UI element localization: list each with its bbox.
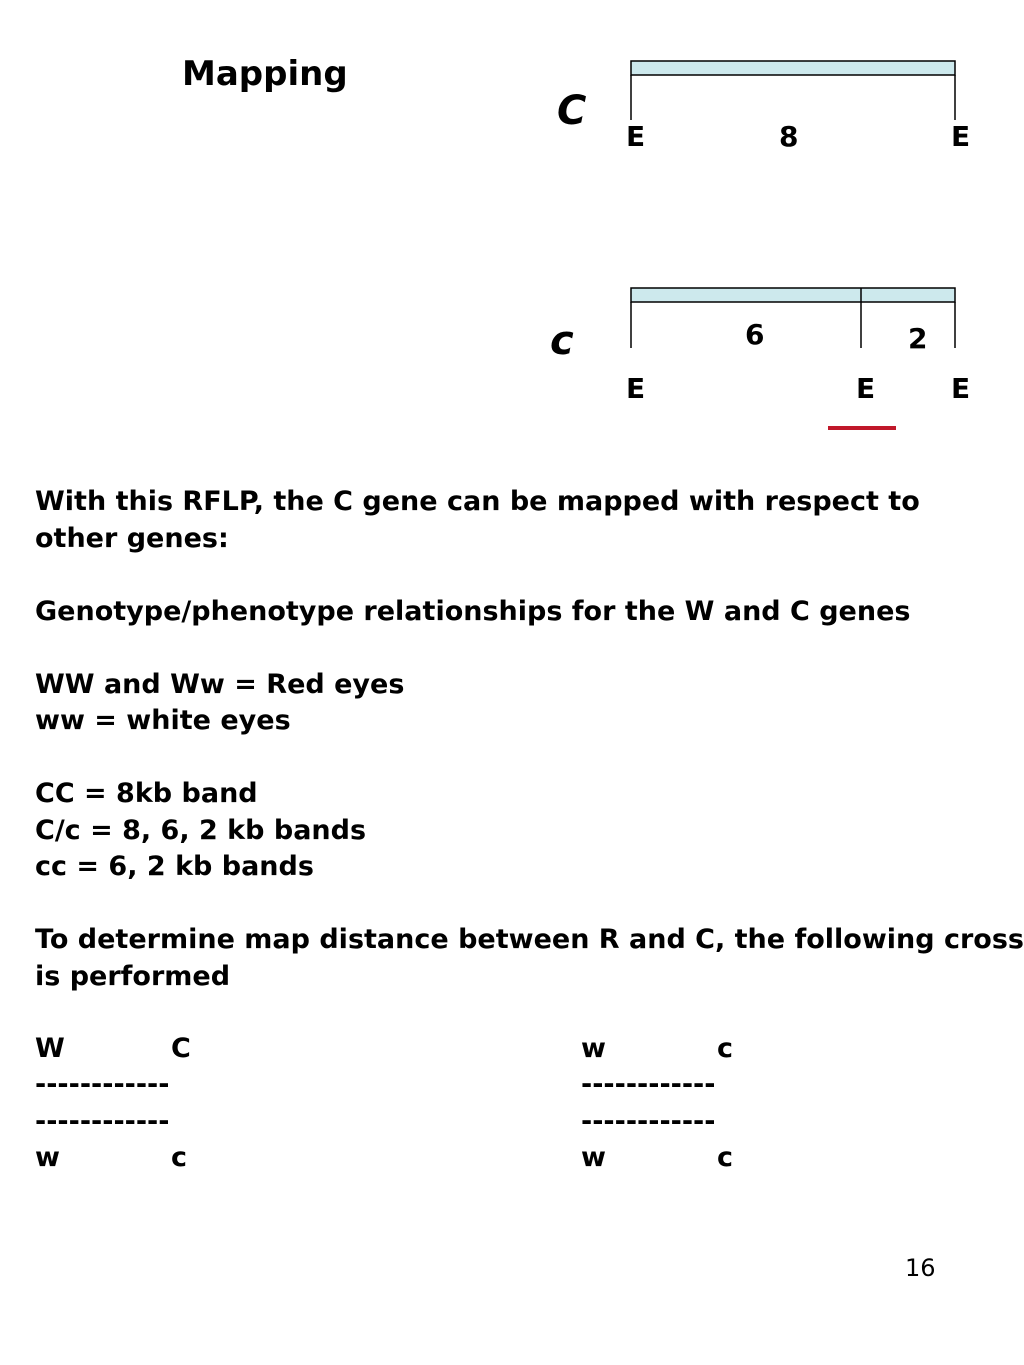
lower-site-label-middle: E <box>856 372 876 405</box>
cross-right-dash-2: ------------ <box>581 1106 716 1137</box>
cross-right-dash-1: ------------ <box>581 1069 716 1100</box>
page-number: 16 <box>905 1254 936 1282</box>
upper-fragment-size: 8 <box>779 120 799 153</box>
cross-right-bottom-allele-1: w <box>581 1142 606 1173</box>
upper-site-label-right: E <box>951 120 971 153</box>
ww-white-eyes: ww = white eyes <box>35 705 291 736</box>
cross-right-top-allele-1: w <box>581 1033 606 1064</box>
body-text: With this RFLP, the C gene can be mapped… <box>35 484 1024 995</box>
lower-site-label-right: E <box>951 372 971 405</box>
lower-dna-bar <box>630 287 956 303</box>
page-title: Mapping <box>182 54 348 94</box>
determine-line-2: is performed <box>35 960 231 992</box>
relationships-heading: Genotype/phenotype relationships for the… <box>35 595 911 627</box>
intro-line-1: With this RFLP, the C gene can be mapped… <box>35 486 920 517</box>
cross-right-bottom-allele-2: c <box>717 1142 734 1173</box>
cross-left-dash-2: ------------ <box>35 1106 170 1137</box>
determine-line-1: To determine map distance between R and … <box>35 924 1024 955</box>
cross-right-top-allele-2: c <box>717 1033 734 1064</box>
lower-site-label-left: E <box>626 372 646 405</box>
lower-fragment-size-left: 6 <box>745 318 765 351</box>
ww-red-eyes: WW and Ww = Red eyes <box>35 668 405 700</box>
upper-gene-label: C <box>557 88 587 134</box>
cross-left-top-allele-2: C <box>171 1033 191 1064</box>
cross-left-bottom-allele-2: c <box>171 1142 188 1173</box>
lower-fragment-size-right: 2 <box>908 322 928 355</box>
cross-left-top-allele-1: W <box>35 1033 65 1064</box>
rflp-diagram <box>630 60 956 430</box>
cc-band: CC = 8kb band <box>35 778 258 809</box>
cc-hom-bands: cc = 6, 2 kb bands <box>35 851 314 882</box>
cross-left-bottom-allele-1: w <box>35 1142 60 1173</box>
upper-dna-bar <box>630 60 956 76</box>
intro-line-2: other genes: <box>35 522 229 554</box>
c-het-bands: C/c = 8, 6, 2 kb bands <box>35 814 367 846</box>
upper-site-label-left: E <box>626 120 646 153</box>
lower-gene-label: c <box>550 318 574 364</box>
cross-left-dash-1: ------------ <box>35 1069 170 1100</box>
